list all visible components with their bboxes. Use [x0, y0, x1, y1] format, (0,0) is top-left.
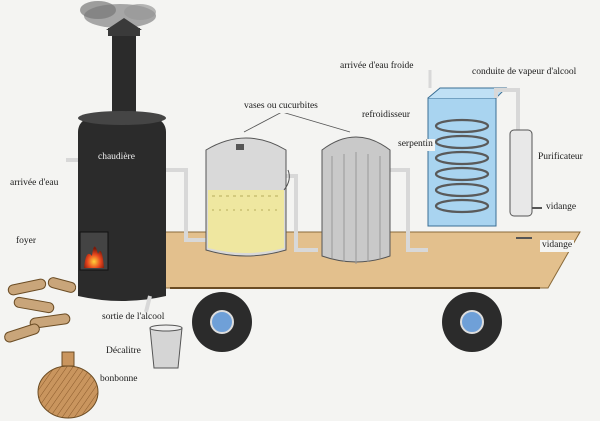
vases-leader-lines [243, 111, 351, 133]
label-refroidisseur: refroidisseur [360, 110, 413, 122]
label-vases: vases ou cucurbites [242, 101, 320, 113]
purifier [509, 129, 542, 239]
label-arrivee-eau: arrivée d'eau [8, 178, 61, 190]
decalitre-measure [149, 324, 183, 369]
label-arrivee-eau-froide: arrivée d'eau froide [338, 61, 416, 73]
label-chaudiere: chaudière [98, 152, 135, 162]
label-serpentin: serpentin [396, 139, 435, 151]
wheels [192, 292, 502, 352]
vat-2 [321, 136, 391, 264]
label-vidange-1: vidange [544, 202, 579, 214]
label-vidange-2: vidange [540, 240, 575, 252]
label-decalitre: Décalitre [104, 346, 143, 358]
demijohn-bottle [37, 351, 99, 419]
label-foyer: foyer [14, 236, 39, 248]
label-conduite-vapeur: conduite de vapeur d'alcool [470, 67, 579, 79]
firewood-logs [4, 277, 77, 343]
smoke [80, 1, 156, 28]
label-sortie-alcool: sortie de l'alcool [100, 312, 167, 324]
cooler-tank [427, 70, 520, 227]
vat-1 [205, 137, 290, 257]
firebox [79, 231, 109, 271]
label-bonbonne: bonbonne [98, 374, 140, 386]
label-purificateur: Purificateur [536, 152, 585, 164]
